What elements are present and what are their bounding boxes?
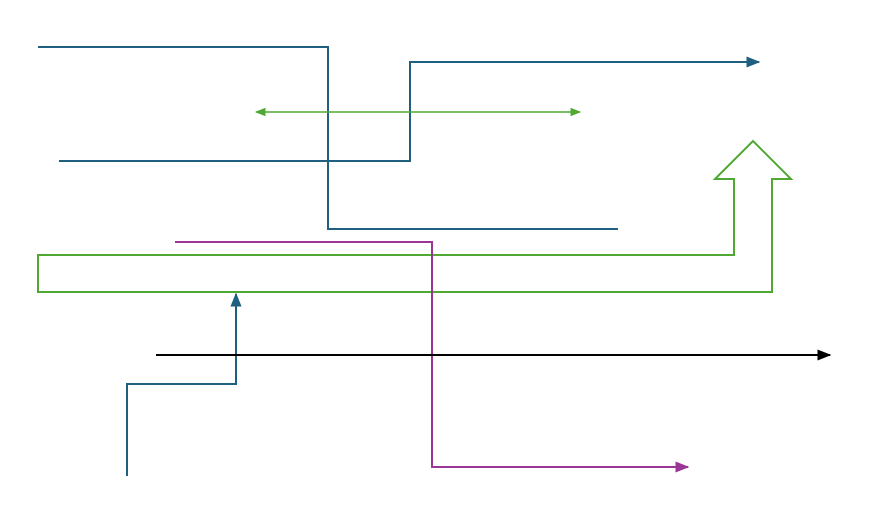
elbow-connector-bottom-left-up-arrow[interactable] [126,292,242,476]
bent-up-arrow-shape[interactable] [37,139,794,293]
elbow-connector-top-left[interactable] [38,46,618,230]
